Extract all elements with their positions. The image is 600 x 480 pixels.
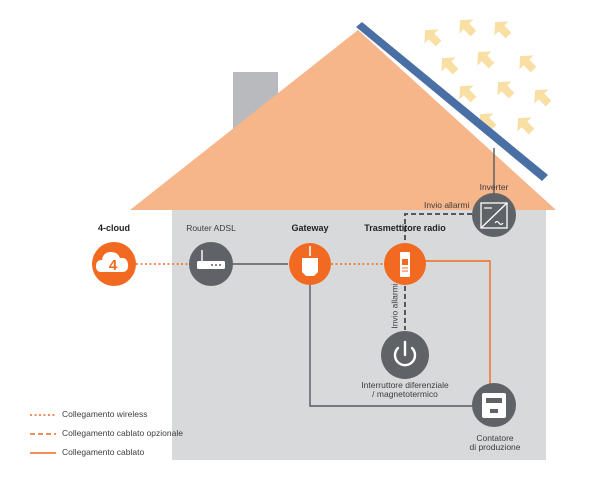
- gateway-icon: [302, 246, 318, 276]
- inverter-icon: [480, 202, 508, 229]
- wired-links: [232, 148, 495, 407]
- transmitter-node[interactable]: [384, 243, 426, 285]
- switch-label-line1: Interruttore diferenziale: [361, 380, 449, 390]
- transmitter-icon: [400, 252, 410, 277]
- optional-links: [404, 213, 472, 330]
- legend-wireless-label: Collegamento wireless: [62, 409, 148, 419]
- cloud-label: 4-cloud: [97, 223, 130, 233]
- alarm-vertical-label: Invio allarmi: [389, 283, 400, 329]
- sun-arrow: [494, 21, 512, 39]
- roof: [130, 30, 556, 210]
- switch-node[interactable]: [381, 331, 429, 379]
- router-label: Router ADSL: [186, 223, 236, 233]
- switch-label-line2: / magnetotermico: [372, 389, 438, 400]
- router-icon: [197, 250, 225, 269]
- power-icon: [393, 340, 417, 367]
- sun-arrow: [519, 55, 537, 73]
- legend-optional-label: Collegamento cablato opzionale: [62, 428, 183, 438]
- router-node[interactable]: [189, 242, 233, 286]
- sun-arrow: [441, 57, 459, 75]
- meter-icon: [482, 393, 506, 418]
- transmitter-meter-wire: [425, 260, 491, 386]
- transmitter-label: Trasmettitore radio: [364, 223, 446, 233]
- sun-arrow: [497, 81, 515, 99]
- alarm-horizontal-label: Invio allarmi: [424, 200, 470, 210]
- inverter-transmitter-alarm: [404, 213, 472, 242]
- sun-arrow: [459, 85, 477, 103]
- inverter-node[interactable]: [472, 193, 516, 237]
- meter-label-line2: di produzione: [469, 442, 521, 453]
- sun-arrow: [477, 51, 495, 69]
- sun-arrow: [459, 19, 477, 37]
- meter-label-line1: Contatore: [476, 433, 514, 443]
- sun-arrow: [424, 29, 442, 47]
- sun-arrow: [534, 89, 552, 107]
- meter-label: Contatore di produzione: [462, 433, 528, 453]
- gateway-node[interactable]: [289, 243, 331, 285]
- legend-samples: [30, 414, 56, 454]
- meter-node[interactable]: [472, 383, 516, 427]
- sun-rays: [424, 19, 552, 135]
- cloud-icon: [96, 252, 129, 272]
- gateway-meter-wire: [309, 284, 478, 407]
- gateway-label: Gateway: [291, 223, 329, 233]
- legend-wired-label: Collegamento cablato: [62, 447, 145, 457]
- inverter-label: Inverter: [479, 182, 509, 192]
- cloud-glyph: 4: [109, 257, 118, 274]
- solar-panel: [356, 22, 548, 181]
- cloud-node[interactable]: 4: [92, 242, 136, 286]
- sun-arrow: [517, 117, 535, 135]
- sun-arrow: [479, 113, 497, 131]
- switch-label: Interruttore diferenziale / magnetotermi…: [350, 380, 460, 400]
